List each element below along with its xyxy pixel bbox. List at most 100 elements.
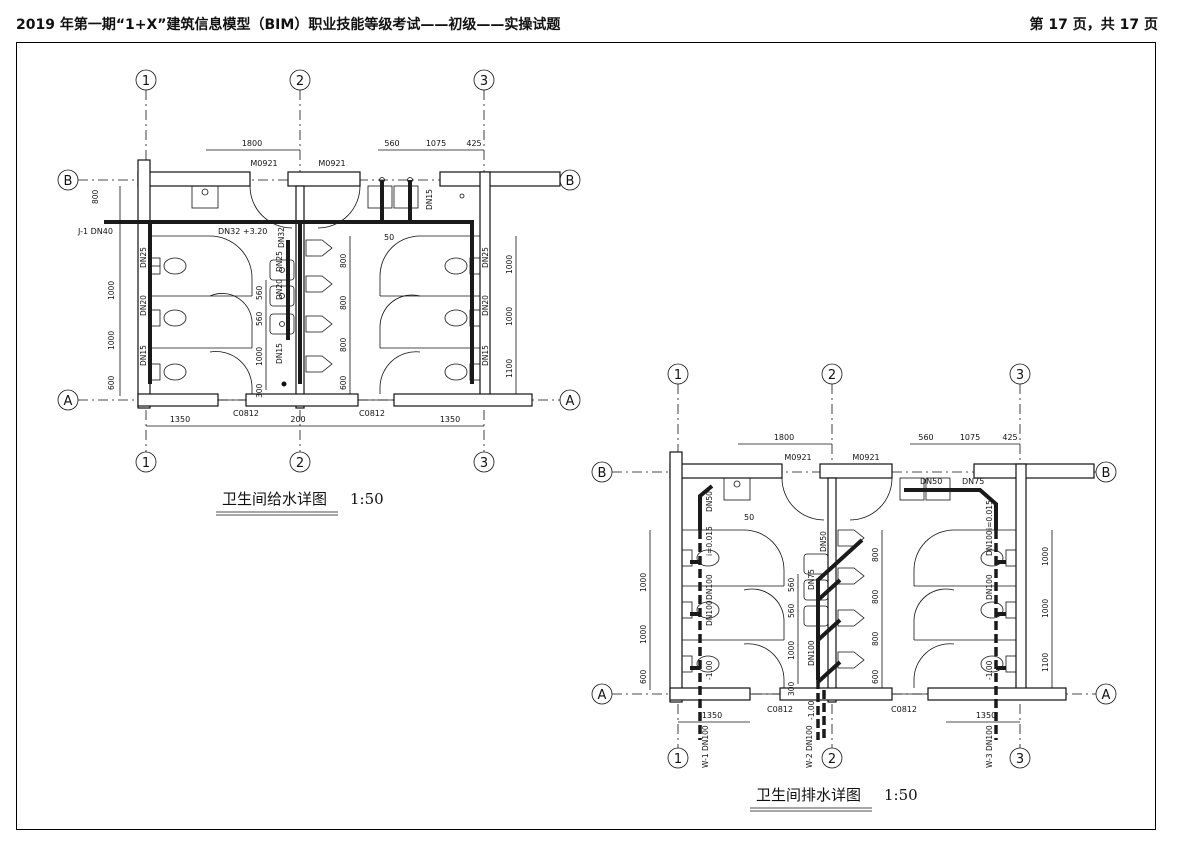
supply-scale: 1:50	[350, 490, 384, 508]
pipe-label: DN15	[425, 189, 434, 210]
dim-label: 800	[339, 337, 348, 352]
supply-pipes	[104, 180, 474, 387]
dim-label: 560	[384, 139, 399, 148]
grid-label: 3	[1016, 752, 1024, 767]
page-number: 第 17 页，共 17 页	[1029, 17, 1158, 33]
pipe-label: DN32 +3.20	[218, 227, 267, 236]
dim-label: 1075	[960, 433, 980, 442]
pipe-label: W-2 DN100	[805, 725, 814, 768]
drain-stalls-left	[681, 529, 785, 688]
pipe-label: DN50	[705, 491, 714, 512]
supply-plan: 1 2 3 1 2 3 B B A A	[57, 69, 581, 516]
grid-label: B	[598, 466, 607, 481]
dim-label: 800	[871, 547, 880, 562]
pipe-label: DN25	[275, 251, 284, 272]
grid-label: 2	[828, 752, 836, 767]
pipe-label: 50	[384, 233, 394, 242]
dim-label: 1100	[1041, 653, 1050, 672]
pipe-label: 300	[787, 681, 796, 696]
pipe-label: DN50	[920, 477, 942, 486]
dim-label: 800	[871, 631, 880, 646]
dim-label: 1100	[505, 359, 514, 378]
grid-label: 2	[296, 456, 304, 471]
pipe-label: DN75	[807, 569, 816, 590]
drain-fixtures	[723, 477, 951, 669]
supply-stalls-right	[379, 235, 481, 394]
pipe-label: DN50	[819, 531, 828, 552]
pipe-label: i=0.015	[985, 500, 994, 530]
grid-label: 1	[142, 74, 150, 89]
grid-label: A	[1102, 688, 1111, 703]
dim-label: 1000	[505, 307, 514, 326]
dim-label: 1800	[774, 433, 794, 442]
supply-fixtures	[191, 177, 465, 373]
door-label: M0921	[784, 453, 811, 462]
door-label: M0921	[250, 159, 277, 168]
dim-label: 800	[339, 295, 348, 310]
pipe-label: DN20	[139, 295, 148, 316]
pipe-label: W-1 DN100	[701, 725, 710, 768]
dim-label: 1350	[976, 711, 996, 720]
window-label: C0812	[233, 409, 259, 418]
grid-label: 2	[296, 74, 304, 89]
dim-label: 560	[918, 433, 933, 442]
dim-label: 1350	[440, 415, 460, 424]
pipe-label: DN32	[277, 227, 286, 248]
dim-label: 1000	[639, 573, 648, 592]
dim-label: 560	[787, 603, 796, 618]
grid-label: B	[64, 174, 73, 189]
dim-label: 560	[255, 311, 264, 326]
dim-label: 600	[871, 669, 880, 684]
drain-plan: 1 2 3 1 2 3 B B A A	[591, 363, 1117, 812]
supply-title: 卫生间给水详图	[222, 490, 327, 508]
grid-label: 1	[142, 456, 150, 471]
pipe-label: J-1 DN40	[77, 227, 113, 236]
dim-label: 300	[255, 383, 264, 398]
pipe-label: W-3 DN100	[985, 725, 994, 768]
grid-label: A	[64, 394, 73, 409]
grid-label: A	[566, 394, 575, 409]
grid-label: B	[566, 174, 575, 189]
drain-title: 卫生间排水详图	[756, 786, 861, 804]
pipe-label: -1.00	[807, 700, 816, 720]
dim-label: 1000	[255, 347, 264, 366]
dim-label: 600	[639, 669, 648, 684]
window-label: C0812	[767, 705, 793, 714]
grid-label: 3	[480, 456, 488, 471]
pipe-label: DN20	[481, 295, 490, 316]
pipe-label: DN75	[962, 477, 984, 486]
door-label: M0921	[318, 159, 345, 168]
pipe-label: DN15	[139, 345, 148, 366]
pipe-label: DN15	[481, 345, 490, 366]
grid-label: B	[1102, 466, 1111, 481]
supply-walls	[137, 159, 561, 409]
dim-label: 800	[871, 589, 880, 604]
drain-stalls-right	[913, 529, 1017, 688]
dim-label: 600	[339, 375, 348, 390]
supply-dimensions: 1800 560 1075 425 M0921 M0921 C0812 C081…	[91, 139, 517, 427]
pipe-label: DN20	[275, 279, 284, 300]
dim-label: 425	[1002, 433, 1017, 442]
grid-label: 1	[674, 368, 682, 383]
grid-label: A	[598, 688, 607, 703]
pipe-label: DN25	[139, 247, 148, 268]
pipe-label: DN15	[275, 343, 284, 364]
drain-pipes	[690, 484, 1006, 740]
window-label: C0812	[891, 705, 917, 714]
window-label: C0812	[359, 409, 385, 418]
pipe-label: -1.00	[985, 660, 994, 680]
dim-label: 425	[466, 139, 481, 148]
drawing-frame	[16, 42, 1156, 830]
dim-label: 560	[255, 285, 264, 300]
dim-label: 1000	[1041, 599, 1050, 618]
dim-label: 200	[290, 415, 305, 424]
door-label: M0921	[852, 453, 879, 462]
dim-label: 1000	[787, 641, 796, 660]
pipe-label: -1.00	[705, 660, 714, 680]
pipe-label: DN25	[481, 247, 490, 268]
drain-scale: 1:50	[884, 786, 918, 804]
dim-label: 600	[107, 375, 116, 390]
dim-label: 1350	[702, 711, 722, 720]
pipe-label: DN100	[705, 574, 714, 600]
